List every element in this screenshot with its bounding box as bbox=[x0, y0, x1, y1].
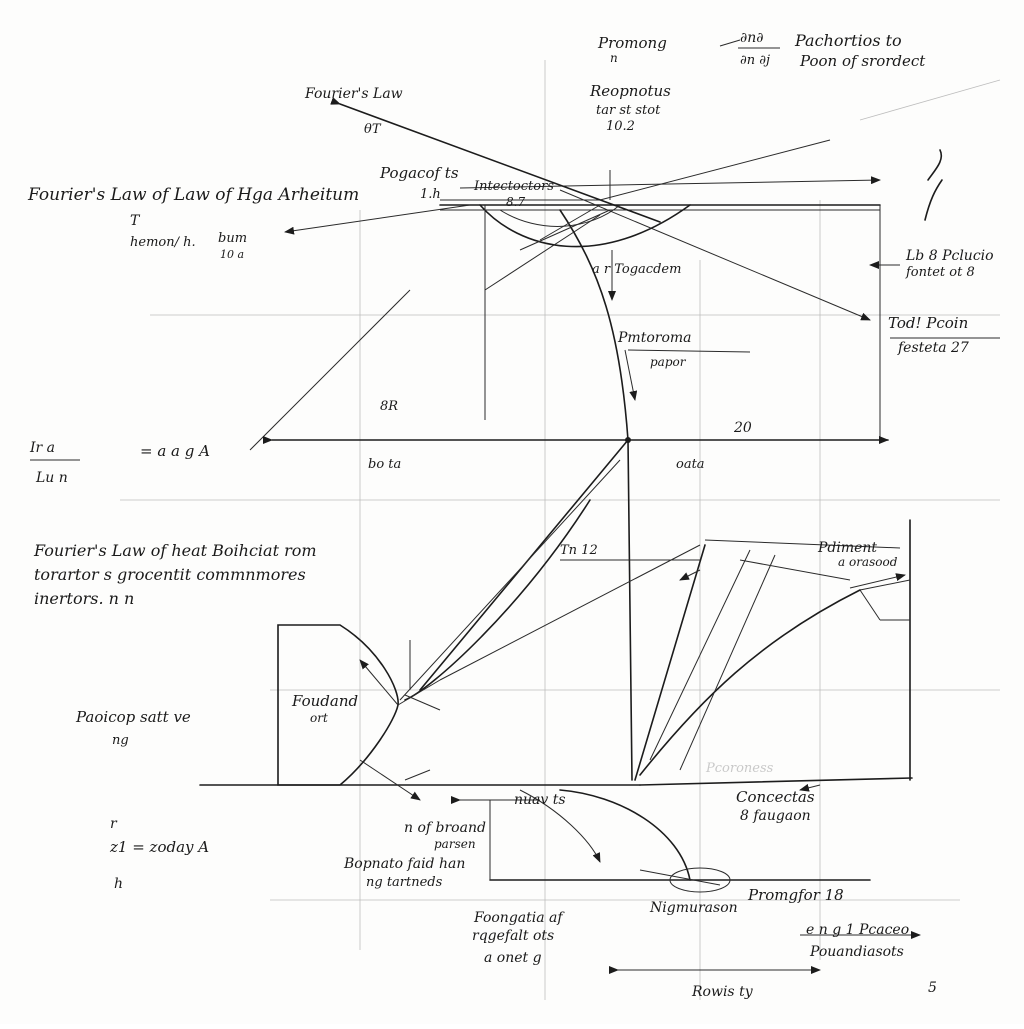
left-half-disk bbox=[277, 624, 441, 786]
label-top-center-sub: n bbox=[610, 51, 618, 65]
label-reopnotus-1: Reopnotus bbox=[589, 82, 671, 100]
label-left-title: Fourier's Law of Law of Hga Arheitum bbox=[27, 185, 359, 205]
label-togacdem: a r Togacdem bbox=[592, 262, 681, 277]
label-rowtis: Rowis ty bbox=[691, 984, 754, 1000]
label-nvar: nuav ts bbox=[514, 792, 566, 808]
label-pcoroness: Pcoroness bbox=[705, 761, 774, 776]
label-eq-bottom-left-bottom: h bbox=[114, 876, 123, 892]
label-focqusta-1: Foongatia af bbox=[473, 910, 565, 926]
label-intectoctors: Intectoctors bbox=[473, 179, 554, 194]
label-promgfor: Promgfor 18 bbox=[747, 886, 844, 904]
lower-baseline bbox=[199, 759, 913, 801]
label-eq-mid: = a a g A bbox=[140, 442, 210, 460]
label-fourdand-sub: ort bbox=[310, 711, 328, 725]
label-top-right-frac: ∂n∂ bbox=[740, 30, 764, 46]
label-left-sub-4: 10 a bbox=[220, 248, 244, 261]
label-tmid: Tn 12 bbox=[560, 543, 598, 558]
top-curves bbox=[249, 204, 1000, 451]
label-pmtoroma-sub: papor bbox=[650, 355, 687, 369]
label-of-broand: n of broand bbox=[404, 820, 486, 836]
label-pogacof: Pogacof ts bbox=[379, 164, 459, 182]
label-intectoctors-sub: 8.7 bbox=[506, 195, 525, 209]
label-contectas-2: 8 faugaon bbox=[740, 808, 811, 824]
label-focqusta-3: a onet g bbox=[484, 950, 542, 966]
label-lower-title-2: torartor s grocentit commnmores bbox=[34, 565, 306, 584]
label-eq-bottom-left: z1 = zoday A bbox=[109, 838, 209, 856]
label-packet-2: Pouandiasots bbox=[809, 944, 904, 960]
label-left-mid-1: Paoicop satt ve bbox=[75, 708, 191, 726]
faint-guide-lines bbox=[120, 60, 1001, 1000]
label-contectas-1: Concectas bbox=[736, 788, 815, 806]
label-lower-title-1: Fourier's Law of heat Boihciat rom bbox=[33, 541, 317, 560]
label-left-sub-3: bum bbox=[218, 231, 247, 246]
label-fouriers-law-sub: θT bbox=[364, 122, 382, 137]
label-top-right-text-2: Poon of srordect bbox=[799, 52, 926, 70]
label-reopnotus-2: tar st stot bbox=[596, 103, 661, 118]
label-eq-bottom-left-top: r bbox=[110, 816, 118, 832]
label-left-mid-2: ng bbox=[112, 733, 129, 748]
label-fourdand: Foudand bbox=[291, 692, 358, 710]
text-labels: Promong n ∂n∂ ∂n ∂j Pachortios to Poon o… bbox=[27, 30, 994, 1000]
label-focqusta-2: rqgefalt ots bbox=[472, 928, 554, 944]
middle-dimension-line bbox=[263, 436, 889, 444]
label-fouriers-law: Fourier's Law bbox=[304, 86, 403, 102]
label-bo-ta: bo ta bbox=[368, 457, 401, 472]
label-eq-left-top: Ir a bbox=[29, 440, 55, 456]
label-right-4: festeta 27 bbox=[897, 340, 969, 356]
label-right-1: Lb 8 Pclucio bbox=[905, 248, 994, 264]
label-left-sub-2: hemon/ h. bbox=[130, 235, 196, 250]
tick-marks bbox=[404, 39, 943, 781]
label-top-center: Promong bbox=[597, 34, 667, 52]
label-bopnato-2: ng tartneds bbox=[366, 875, 443, 890]
label-num-20: 20 bbox=[733, 420, 752, 436]
label-num-8r: 8R bbox=[380, 399, 398, 414]
label-oata: oata bbox=[676, 457, 705, 472]
label-top-right-text-1: Pachortios to bbox=[794, 31, 902, 50]
label-left-sub-1: T bbox=[130, 213, 141, 229]
label-pdiment-2: a orasood bbox=[838, 555, 898, 569]
label-fashin: parsen bbox=[434, 837, 476, 851]
bottom-arcs bbox=[451, 789, 921, 974]
label-bot-right: 5 bbox=[928, 980, 937, 996]
lower-struts bbox=[399, 439, 701, 781]
label-right-2: fontet ot 8 bbox=[905, 265, 975, 280]
label-pmtoroma: Pmtoroma bbox=[617, 330, 692, 346]
label-eq-left-bottom: Lu n bbox=[35, 470, 68, 486]
label-right-3: Tod! Pcoin bbox=[888, 314, 968, 332]
right-frame bbox=[634, 519, 911, 792]
label-top-right-frac-den: ∂n ∂j bbox=[740, 53, 770, 68]
label-nigmurason: Nigmurason bbox=[649, 900, 738, 916]
top-beam bbox=[284, 97, 881, 440]
label-lower-title-3: inertors. n n bbox=[34, 589, 134, 608]
label-reopnotus-3: 10.2 bbox=[606, 119, 635, 134]
label-pdiment-1: Pdiment bbox=[817, 540, 877, 556]
label-bopnato-1: Bopnato faid han bbox=[343, 856, 465, 872]
label-packet-1: e n g 1 Pcaceo bbox=[806, 922, 909, 938]
label-pogacof-sub: 1.h bbox=[420, 187, 441, 202]
